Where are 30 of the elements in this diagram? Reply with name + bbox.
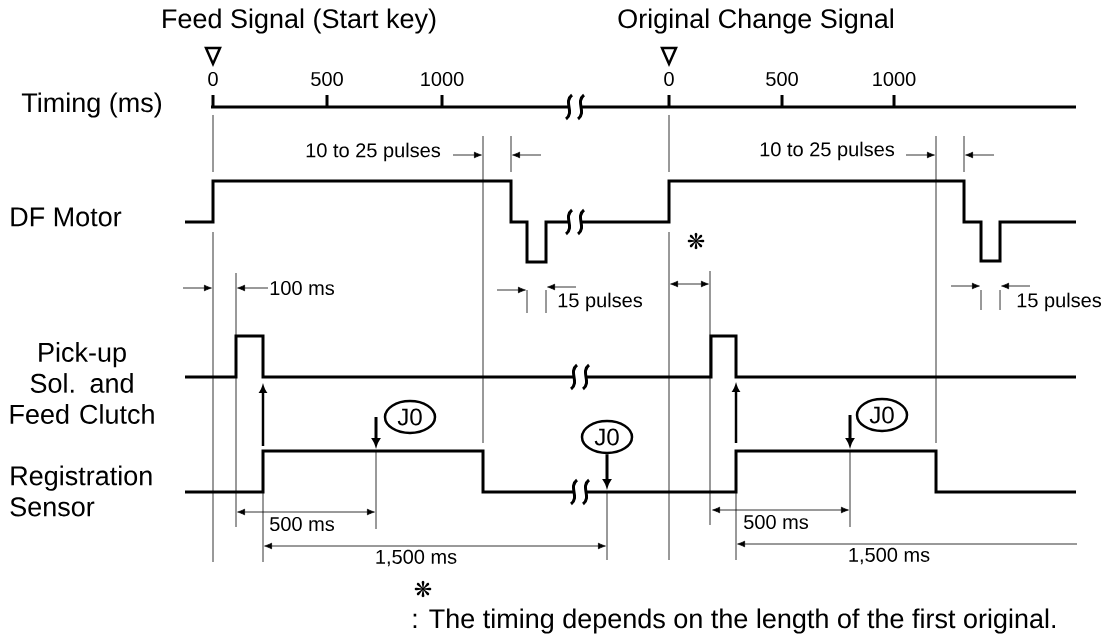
dimension-label: 500 ms [270,516,335,532]
dimension-label: 10 to 25 pulses [760,141,895,161]
callout-oval: J0 [580,419,634,455]
tick-label: 0 [664,71,674,87]
arrow [603,454,611,488]
footnote-mark: ❋ [414,580,432,598]
tick-label: 1000 [421,71,464,87]
tick-label: 1000 [873,71,916,87]
callout-oval: J0 [383,399,437,435]
signal-label: Registration Sensor [10,465,152,517]
axis-title: Timing (ms) [21,92,162,118]
dimension-label: 10 to 25 pulses [306,142,441,162]
signal-label: Pick-up Sol. and Feed Clutch [10,342,154,424]
arrow [372,417,380,447]
arrow [846,415,854,447]
dimension-label: 1,500 ms [376,549,457,567]
tick-label: 500 [766,71,798,87]
footnote-mark: ❋ [687,232,705,250]
tick-label: 500 [311,71,343,87]
footnote: : The timing depends on the length of the first original. [413,608,1055,634]
heading: Original Change Signal [618,8,893,34]
heading: Feed Signal (Start key) [163,8,436,34]
dimension-label: 15 pulses [558,292,643,312]
dimension-label: 500 ms [744,514,809,530]
dimension-label: 1,500 ms [849,547,930,565]
tick-label: 0 [208,71,218,87]
dimension-label: 100 ms [270,280,335,296]
callout-oval: J0 [855,397,909,433]
signal-label: DF Motor [11,207,122,227]
dimension-label: 15 pulses [1017,292,1102,312]
